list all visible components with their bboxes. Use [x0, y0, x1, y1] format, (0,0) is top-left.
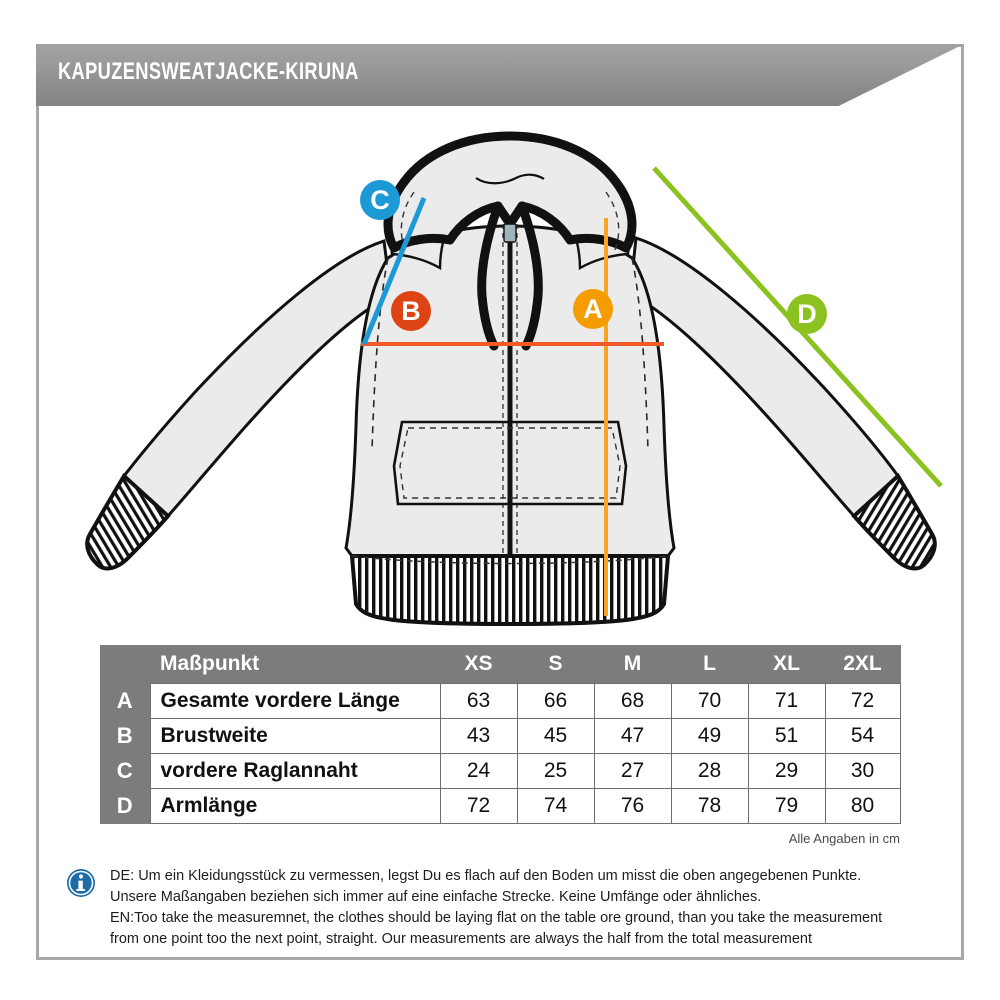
row-key-a: A — [100, 683, 150, 719]
cell-c-s: 25 — [516, 753, 595, 789]
cell-d-l: 78 — [670, 788, 749, 824]
row-key-b: B — [100, 718, 150, 754]
header-bar — [36, 44, 964, 106]
header-size-xs: XS — [440, 645, 517, 684]
size-table: Maßpunkt XS S M L XL 2XL A Gesamte vorde… — [100, 645, 901, 824]
cell-a-m: 68 — [593, 683, 672, 719]
cell-b-s: 45 — [516, 718, 595, 754]
row-label-c: vordere Raglannaht — [149, 753, 441, 789]
cell-d-2xl: 80 — [824, 788, 901, 824]
row-key-c: C — [100, 753, 150, 789]
info-icon — [66, 868, 96, 898]
cell-a-xs: 63 — [439, 683, 518, 719]
measure-badge-d: D — [787, 294, 827, 334]
footer-note: DE: Um ein Kleidungsstück zu vermessen, … — [66, 866, 946, 950]
table-header-row: Maßpunkt XS S M L XL 2XL — [100, 645, 900, 684]
footer-line-1: DE: Um ein Kleidungsstück zu vermessen, … — [110, 868, 862, 884]
garment-illustration — [36, 106, 964, 636]
row-label-a: Gesamte vordere Länge — [149, 683, 441, 719]
measure-line-c — [361, 197, 427, 345]
cell-c-l: 28 — [670, 753, 749, 789]
cell-c-m: 27 — [593, 753, 672, 789]
cell-c-xl: 29 — [747, 753, 826, 789]
header-size-2xl: 2XL — [825, 645, 900, 684]
page-title: KAPUZENSWEATJACKE-KIRUNA — [58, 58, 359, 85]
cell-b-xs: 43 — [439, 718, 518, 754]
row-key-d: D — [100, 788, 150, 824]
measure-badge-c: C — [360, 180, 400, 220]
cell-d-s: 74 — [516, 788, 595, 824]
footer-line-4: from one point too the next point, strai… — [110, 931, 812, 947]
cell-b-2xl: 54 — [824, 718, 901, 754]
table-row: D Armlänge 72 74 76 78 79 80 — [100, 788, 901, 824]
cell-c-xs: 24 — [439, 753, 518, 789]
garment-drawing — [85, 131, 943, 627]
measure-badge-b: B — [391, 291, 431, 331]
measure-badge-a: A — [573, 289, 613, 329]
cell-a-xl: 71 — [747, 683, 826, 719]
table-row: B Brustweite 43 45 47 49 51 54 — [100, 718, 901, 754]
cell-a-l: 70 — [670, 683, 749, 719]
row-label-d: Armlänge — [149, 788, 441, 824]
header-key-spacer — [100, 645, 150, 684]
header-size-l: L — [671, 645, 748, 684]
cell-d-m: 76 — [593, 788, 672, 824]
cell-d-xl: 79 — [747, 788, 826, 824]
row-label-b: Brustweite — [149, 718, 441, 754]
cell-a-2xl: 72 — [824, 683, 901, 719]
header-size-m: M — [594, 645, 671, 684]
header-measure-point: Maßpunkt — [150, 645, 440, 684]
cell-b-xl: 51 — [747, 718, 826, 754]
footer-text-block: DE: Um ein Kleidungsstück zu vermessen, … — [110, 866, 946, 950]
footer-line-3: EN:Too take the measuremnet, the clothes… — [110, 910, 883, 926]
cell-b-l: 49 — [670, 718, 749, 754]
header-size-s: S — [517, 645, 594, 684]
cell-c-2xl: 30 — [824, 753, 901, 789]
footer-line-2: Unsere Maßangaben beziehen sich immer au… — [110, 889, 762, 905]
table-row: A Gesamte vordere Länge 63 66 68 70 71 7… — [100, 683, 901, 719]
header-size-xl: XL — [748, 645, 825, 684]
table-unit-note: Alle Angaben in cm — [788, 831, 900, 846]
cell-d-xs: 72 — [439, 788, 518, 824]
table-row: C vordere Raglannaht 24 25 27 28 29 30 — [100, 753, 901, 789]
size-table-container: Maßpunkt XS S M L XL 2XL A Gesamte vorde… — [100, 645, 901, 846]
cell-a-s: 66 — [516, 683, 595, 719]
cell-b-m: 47 — [593, 718, 672, 754]
